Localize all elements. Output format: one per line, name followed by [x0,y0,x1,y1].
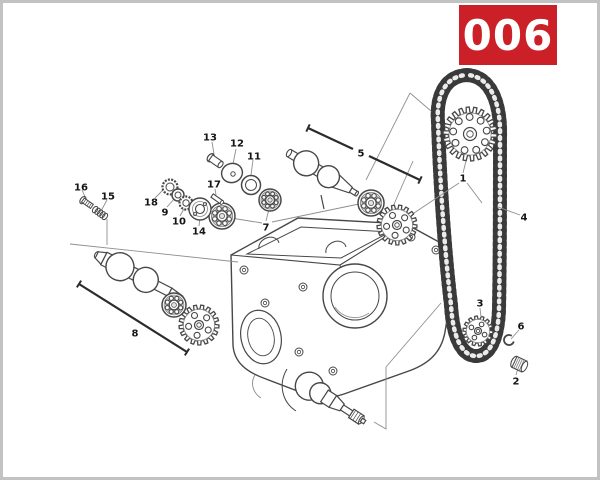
callout-label-17: 17 [207,180,221,191]
callout-range-lines [76,123,423,356]
tensioner-plug-2 [510,355,529,373]
callout-label-8: 8 [132,329,139,340]
camshaft-sprocket-lower-small [178,304,220,346]
crankshaft [294,371,367,425]
screw-16 [79,196,95,210]
callout-label-12: 12 [230,139,244,150]
ball-bearing-mid-b [208,202,236,230]
callout-label-11: 11 [247,152,261,163]
page-number-badge: 006 [459,5,557,65]
callout-label-5: 5 [358,149,365,160]
bearing-ring-11 [240,174,262,196]
bolt-13 [206,153,224,169]
spring-15 [91,205,109,221]
hub-14 [188,197,212,221]
callout-label-18: 18 [144,198,158,209]
callout-label-2: 2 [513,377,520,388]
ball-bearing-right [357,189,385,217]
callout-label-1: 1 [460,174,467,185]
timing-chain [430,67,508,363]
callout-label-3: 3 [477,299,484,310]
callout-label-10: 10 [172,217,186,228]
callout-label-14: 14 [192,227,206,238]
cylinder-block [230,194,451,412]
callout-label-6: 6 [518,322,525,333]
crankshaft-sprocket [462,315,494,347]
callout-label-4: 4 [521,213,528,224]
callout-label-9: 9 [162,208,169,219]
ball-bearing-lower [161,292,187,318]
camshaft-sprocket-upper-small [376,204,418,246]
callout-label-7: 7 [263,223,270,234]
ball-bearing-mid-a [258,188,282,212]
callout-label-16: 16 [74,183,88,194]
circlip-6 [503,334,515,346]
camshaft-sprocket-large [442,106,498,162]
dowel-pin-17 [210,193,224,205]
callout-label-13: 13 [203,133,217,144]
thrust-disc-12 [220,162,244,184]
camshaft-upper [285,148,359,197]
callout-label-15: 15 [101,192,115,203]
